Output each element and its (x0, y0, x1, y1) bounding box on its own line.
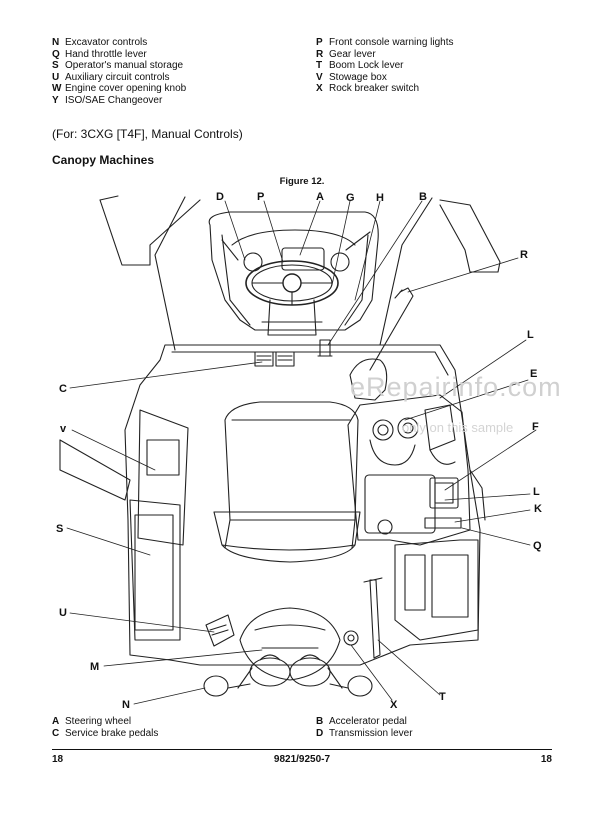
section-title: Canopy Machines (52, 153, 155, 167)
callout-p: P (257, 191, 264, 203)
figure-caption: Figure 12. (279, 176, 325, 187)
callout-b: B (419, 191, 427, 203)
callout-q: Q (533, 540, 542, 552)
callout-l-lower: L (533, 486, 540, 498)
callout-t: T (439, 691, 446, 703)
variant-note: (For: 3CXG [T4F], Manual Controls) (52, 127, 243, 141)
footer-document-number: 9821/9250-7 (273, 754, 331, 765)
callout-s: S (56, 523, 63, 535)
callout-f: F (532, 421, 539, 433)
footer-page-number-left: 18 (52, 754, 64, 765)
callout-r: R (520, 249, 528, 261)
callout-d: D (216, 191, 224, 203)
callout-m: M (90, 661, 99, 673)
callout-k: K (534, 503, 542, 515)
watermark-text: eRepairinfo.com (350, 372, 562, 402)
callout-v: v (60, 423, 67, 435)
callout-g: G (346, 192, 355, 204)
callout-u: U (59, 607, 67, 619)
callout-a: A (316, 191, 324, 203)
footer-page-number-right: 18 (540, 754, 552, 765)
callout-h: H (376, 192, 384, 204)
callout-n: N (122, 699, 130, 711)
watermark-subtext: only on this sample (402, 420, 514, 435)
footer-divider (52, 749, 552, 750)
callout-e: E (530, 368, 537, 380)
callout-l: L (527, 329, 534, 341)
callout-c: C (59, 383, 67, 395)
callout-x: X (390, 699, 398, 711)
